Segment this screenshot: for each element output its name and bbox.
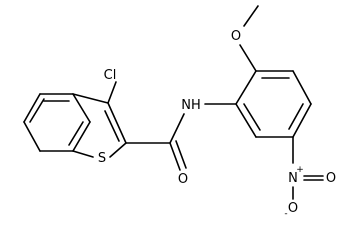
bond <box>235 70 257 105</box>
bond <box>72 93 109 104</box>
bond <box>239 44 257 72</box>
methoxy-oxygen-atom: O <box>231 29 241 44</box>
bond <box>235 103 257 138</box>
bond <box>175 140 187 169</box>
bond-double-inner <box>68 121 84 146</box>
bond <box>243 5 259 27</box>
bond-double-inner <box>29 98 45 123</box>
nitro-oxygen-bottom-atom: O <box>288 201 298 216</box>
amide-nitrogen-atom: NH <box>181 98 201 113</box>
nitro-nitrogen-charge: + <box>296 165 304 175</box>
bond <box>292 70 312 105</box>
bond <box>107 102 127 144</box>
bond-double-inner <box>288 103 304 130</box>
bond <box>23 93 41 123</box>
bond <box>109 142 127 158</box>
nitro-oxygen-top-atom: O <box>326 171 336 186</box>
bond <box>169 142 181 171</box>
bond-double-inner <box>243 103 261 131</box>
bond <box>72 150 94 158</box>
carbonyl-oxygen-atom: O <box>178 172 188 187</box>
bond <box>169 113 185 144</box>
bond <box>107 81 117 104</box>
nitro-oxygen-bottom-charge: - <box>284 209 287 219</box>
chemical-structure: Cl S O NH O N + O O - <box>23 5 336 219</box>
bond <box>72 93 91 123</box>
sulfur-atom: S <box>98 151 106 166</box>
bond <box>23 121 41 152</box>
bond <box>72 121 91 152</box>
nitro-nitrogen-atom: N <box>288 171 298 186</box>
bond <box>292 103 312 138</box>
bond-double-inner <box>104 110 120 142</box>
chlorine-atom: Cl <box>104 68 117 83</box>
